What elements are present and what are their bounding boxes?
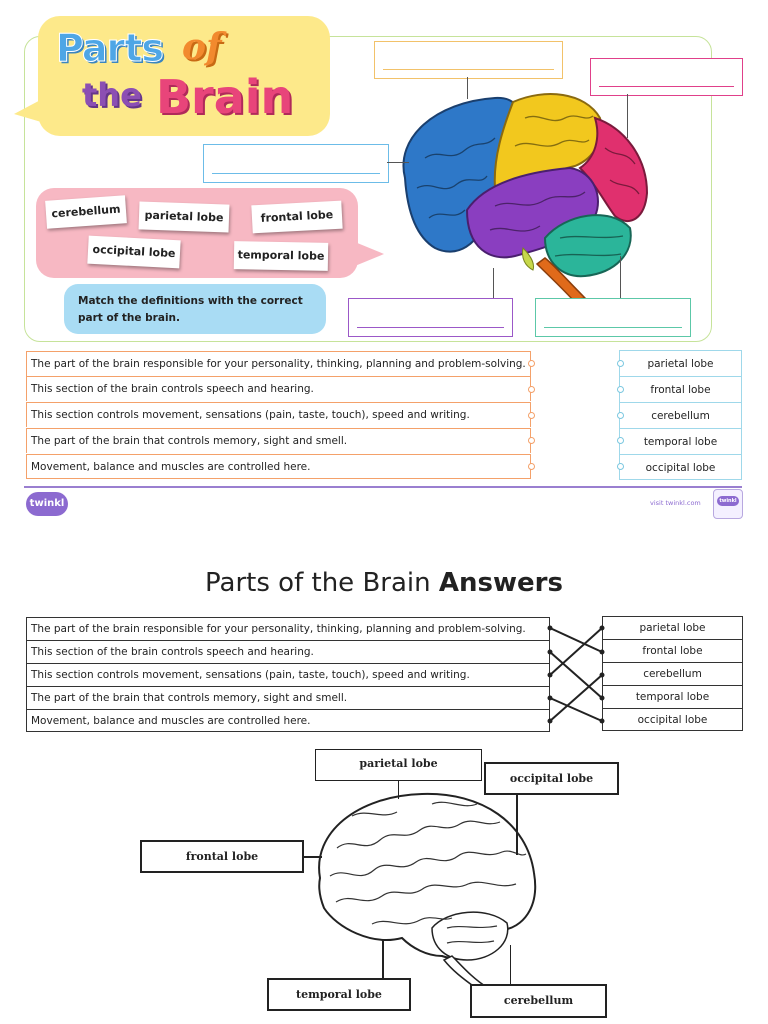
- answer-definition-row: This section of the brain controls speec…: [26, 640, 550, 663]
- twinkl-logo[interactable]: twinkl: [26, 492, 68, 516]
- answer-label-temporal-lobe: temporal lobe: [267, 978, 411, 1011]
- answer-connector: [382, 940, 384, 978]
- answer-part-cell: cerebellum: [602, 662, 743, 685]
- visit-link[interactable]: visit twinkl.com: [650, 499, 701, 507]
- word-card-occipital-lobe[interactable]: occipital lobe: [87, 235, 181, 269]
- label-box-top[interactable]: [374, 41, 563, 79]
- worksheet-frame: [24, 36, 712, 342]
- connector-line: [493, 268, 494, 298]
- badge-logo: twinkl: [717, 496, 739, 506]
- match-dot[interactable]: [617, 437, 624, 444]
- match-endpoint: [599, 672, 605, 678]
- match-endpoint: [547, 695, 553, 701]
- quality-badge: twinkl: [713, 489, 743, 519]
- footer-rule: [24, 486, 742, 488]
- answer-definition-row: The part of the brain responsible for yo…: [26, 617, 550, 640]
- connector-line: [387, 162, 409, 163]
- answer-part-cell: temporal lobe: [602, 685, 743, 708]
- label-box-bottom-right[interactable]: [535, 298, 691, 337]
- match-endpoint: [599, 625, 605, 631]
- occipital-lobe-region: [578, 116, 649, 222]
- part-cell: occipital lobe: [619, 454, 742, 480]
- brain-stem-outline: [442, 955, 490, 988]
- answer-label-cerebellum: cerebellum: [470, 984, 607, 1018]
- match-dot[interactable]: [617, 386, 624, 393]
- match-dot[interactable]: [617, 463, 624, 470]
- match-endpoint: [547, 649, 553, 655]
- answer-definition-row: Movement, balance and muscles are contro…: [26, 709, 550, 732]
- connector-line: [627, 94, 628, 138]
- answer-connector: [516, 795, 518, 855]
- part-cell: cerebellum: [619, 402, 742, 428]
- match-dot[interactable]: [617, 412, 624, 419]
- brain-folds: [416, 115, 640, 257]
- match-line: [549, 674, 603, 722]
- match-dot[interactable]: [617, 360, 624, 367]
- definition-row: The part of the brain responsible for yo…: [26, 351, 531, 376]
- definition-row: This section controls movement, sensatio…: [26, 402, 531, 427]
- title-word-the: the: [82, 76, 142, 114]
- cerebellum-region: [543, 214, 632, 278]
- match-endpoint: [599, 649, 605, 655]
- label-box-bottom-left[interactable]: [348, 298, 513, 337]
- answer-connector: [510, 945, 511, 985]
- answers-title-plain: Parts of the Brain: [205, 568, 439, 598]
- match-line: [549, 627, 603, 653]
- match-dot[interactable]: [528, 463, 535, 470]
- part-cell: frontal lobe: [619, 376, 742, 402]
- label-box-top-right[interactable]: [590, 58, 743, 96]
- answer-definition-row: The part of the brain that controls memo…: [26, 686, 550, 709]
- answer-part-cell: frontal lobe: [602, 639, 743, 662]
- colored-brain-illustration: [402, 93, 649, 301]
- answer-label-occipital-lobe: occipital lobe: [484, 762, 619, 795]
- part-cell: temporal lobe: [619, 428, 742, 454]
- answers-title: Parts of the Brain Answers: [0, 568, 768, 598]
- answers-title-bold: Answers: [438, 568, 563, 598]
- title-word-brain: Brain: [156, 70, 294, 124]
- title-bubble: [38, 16, 330, 136]
- word-card-cerebellum[interactable]: cerebellum: [45, 195, 127, 229]
- brain-stem-small: [522, 246, 534, 271]
- answer-part-cell: parietal lobe: [602, 616, 743, 639]
- word-card-temporal-lobe[interactable]: temporal lobe: [233, 241, 329, 271]
- parietal-lobe-region: [493, 93, 603, 190]
- answer-match-lines: [547, 625, 605, 724]
- connector-line: [620, 256, 621, 298]
- match-endpoint: [599, 718, 605, 724]
- match-dot[interactable]: [528, 386, 535, 393]
- answer-label-parietal-lobe: parietal lobe: [315, 749, 482, 781]
- match-endpoint: [599, 695, 605, 701]
- connector-line: [467, 77, 468, 99]
- outline-brain-illustration: [318, 792, 537, 988]
- label-box-left[interactable]: [203, 144, 389, 183]
- word-card-frontal-lobe[interactable]: frontal lobe: [251, 200, 343, 234]
- cerebellum-outline: [431, 911, 509, 961]
- match-endpoint: [547, 625, 553, 631]
- answer-part-cell: occipital lobe: [602, 708, 743, 731]
- match-dot[interactable]: [528, 360, 535, 367]
- match-dot[interactable]: [528, 437, 535, 444]
- answer-connector: [304, 856, 322, 858]
- title-word-of: of: [182, 26, 222, 68]
- match-endpoint: [547, 672, 553, 678]
- match-line: [549, 627, 603, 676]
- match-endpoint: [547, 718, 553, 724]
- definition-row: Movement, balance and muscles are contro…: [26, 454, 531, 479]
- title-word-parts: Parts: [56, 26, 165, 71]
- instruction-text: Match the definitions with the correct p…: [78, 295, 303, 324]
- match-dot[interactable]: [528, 412, 535, 419]
- answer-definition-row: This section controls movement, sensatio…: [26, 663, 550, 686]
- outline-brain-folds: [329, 801, 527, 944]
- definition-row: This section of the brain controls speec…: [26, 376, 531, 401]
- answer-connector: [398, 781, 399, 799]
- match-line: [549, 651, 603, 699]
- instruction-bubble: [64, 284, 326, 334]
- definition-row: The part of the brain that controls memo…: [26, 428, 531, 453]
- part-cell: parietal lobe: [619, 350, 742, 376]
- answer-label-frontal-lobe: frontal lobe: [140, 840, 304, 873]
- word-card-parietal-lobe[interactable]: parietal lobe: [138, 201, 230, 233]
- match-line: [549, 697, 603, 722]
